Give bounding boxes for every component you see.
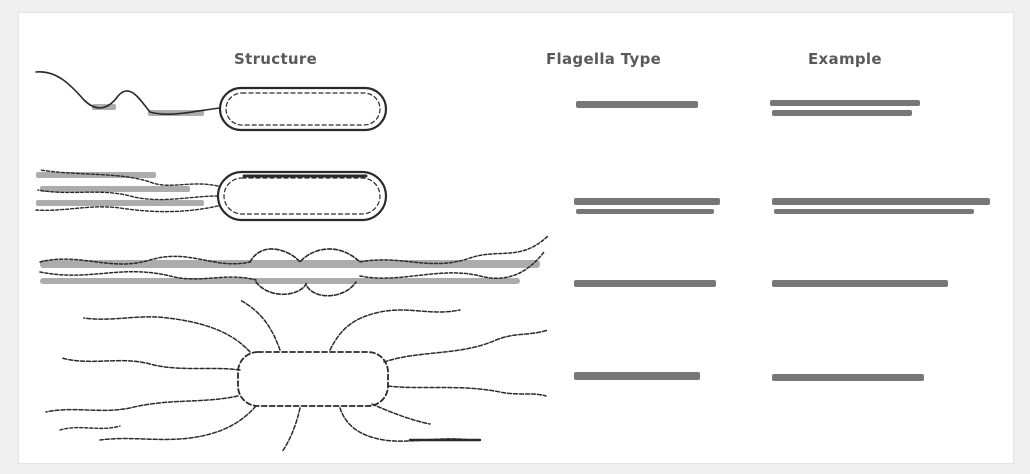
peritrichous-bacterium-icon (0, 0, 1030, 474)
